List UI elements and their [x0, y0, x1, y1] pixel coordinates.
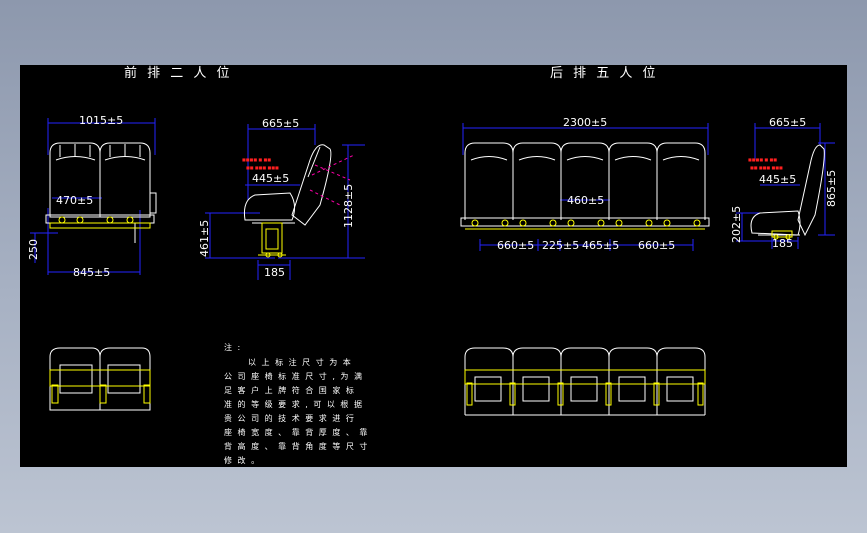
- front-side-red-note: ■■■■ ■ ■■: [242, 157, 271, 162]
- note-line-2: 公 司 座 椅 标 准 尺 寸 , 为 满: [224, 371, 363, 381]
- dim-front-side-total-height: 1128±5: [342, 184, 355, 228]
- note-line-4: 准 的 等 级 要 求 , 可 以 根 据: [224, 399, 363, 409]
- front-two-seat-side-view: ■■■■ ■ ■■ ■■ ■■■ ■■■ 665±5 445±5 1128±5 …: [198, 117, 365, 280]
- note-heading: 注 :: [224, 342, 242, 352]
- front-two-seat-top-view: [49, 347, 151, 411]
- dim-front-seat-width: 470±5: [56, 194, 93, 207]
- rear-five-seat-top-view: [464, 347, 706, 416]
- rear-five-seat-side-view: ■■■■ ■ ■■ ■■ ■■■ ■■■ 665±5 445±5 865±5 2…: [730, 116, 838, 250]
- dim-rear-spacing-3: 465±5: [582, 239, 619, 252]
- note-line-7: 背 高 度 、 靠 背 角 度 等 尺 寸: [224, 441, 369, 451]
- dim-rear-side-seat-depth: 445±5: [759, 173, 796, 186]
- note-line-1: 以 上 标 注 尺 寸 为 本: [248, 357, 352, 367]
- dim-front-side-base: 185: [264, 266, 285, 279]
- seat-drawing: 前 排 二 人 位 后 排 五 人 位: [27, 65, 838, 465]
- note-line-3: 足 客 户 上 牌 符 合 国 家 标: [224, 385, 355, 395]
- dim-front-side-seat-height: 461±5: [198, 220, 211, 257]
- rear-side-red-note-2: ■■ ■■■ ■■■: [750, 165, 783, 170]
- dim-rear-width: 2300±5: [563, 116, 607, 129]
- rear-side-red-note: ■■■■ ■ ■■: [748, 157, 777, 162]
- dim-rear-spacing-4: 660±5: [638, 239, 675, 252]
- note-line-8: 修 改 。: [224, 455, 261, 465]
- dim-rear-side-base: 185: [772, 237, 793, 250]
- front-two-seat-front-view: 1015±5 470±5 845±5 250: [27, 114, 157, 279]
- rear-five-seat-front-view: 2300±5 460±5 660±5 225±5 465±5 660±5: [460, 116, 710, 252]
- title-rear-five-seat: 后 排 五 人 位: [550, 66, 659, 81]
- dim-front-side-depth: 665±5: [262, 117, 299, 130]
- front-side-red-note-2: ■■ ■■■ ■■■: [246, 165, 279, 170]
- title-front-two-seat: 前 排 二 人 位: [124, 65, 233, 81]
- note-line-6: 座 椅 宽 度 、 靠 背 厚 度 、 靠: [224, 427, 369, 437]
- note-line-5: 贵 公 司 的 技 术 要 求 进 行: [224, 413, 355, 423]
- note-block: 注 : 以 上 标 注 尺 寸 为 本 公 司 座 椅 标 准 尺 寸 , 为 …: [224, 342, 369, 465]
- dim-rear-side-depth: 665±5: [769, 116, 806, 129]
- dim-rear-side-back-height: 865±5: [825, 170, 838, 207]
- drawing-canvas[interactable]: 前 排 二 人 位 后 排 五 人 位: [20, 65, 847, 467]
- dim-rear-side-seat-height: 202±5: [730, 206, 743, 243]
- dim-front-width: 1015±5: [79, 114, 123, 127]
- dim-rear-seat-width: 460±5: [567, 194, 604, 207]
- dim-front-side-height: 250: [27, 239, 40, 260]
- dim-rear-spacing-1: 660±5: [497, 239, 534, 252]
- dim-front-side-seat-depth: 445±5: [252, 172, 289, 185]
- dim-front-base-width: 845±5: [73, 266, 110, 279]
- dim-rear-spacing-2: 225±5: [542, 239, 579, 252]
